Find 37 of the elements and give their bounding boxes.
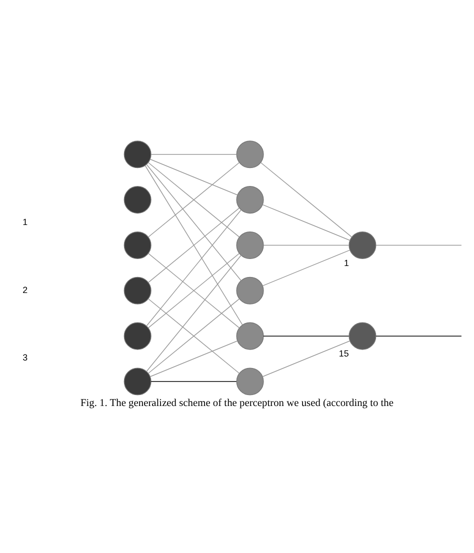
caption: Fig. 1. The generalized scheme of the perceptron we used (according to the [80, 398, 394, 410]
connector [263, 244, 350, 246]
node-circle [236, 231, 264, 259]
connector [148, 208, 240, 283]
node-circle [348, 231, 376, 259]
connector [262, 250, 350, 286]
connector [150, 381, 237, 382]
connector [150, 158, 238, 196]
node-circle [124, 231, 152, 259]
node-circle [236, 276, 264, 304]
connector [376, 244, 462, 246]
label: 2 [22, 284, 28, 295]
node-circle [348, 322, 376, 350]
connector [148, 253, 240, 328]
node-label: 1 [344, 258, 349, 268]
node-circle [236, 186, 264, 214]
connector [262, 204, 350, 241]
label: 1 [22, 217, 28, 228]
node-circle [236, 140, 264, 168]
connector [148, 162, 240, 238]
connector [150, 154, 237, 155]
connector [146, 164, 242, 281]
label: 3 [22, 352, 28, 363]
node-circle [236, 322, 264, 350]
node-circle [124, 322, 152, 350]
node-circle [124, 368, 152, 396]
connector [260, 162, 352, 238]
node-circle [236, 368, 264, 396]
node-circle [124, 276, 152, 304]
connector [150, 340, 238, 377]
node-circle [124, 140, 152, 168]
connector [144, 165, 243, 326]
connector [146, 209, 242, 326]
connector [262, 340, 350, 377]
connector [146, 254, 242, 372]
node-label: 15 [338, 348, 349, 359]
node-circle [124, 186, 152, 214]
